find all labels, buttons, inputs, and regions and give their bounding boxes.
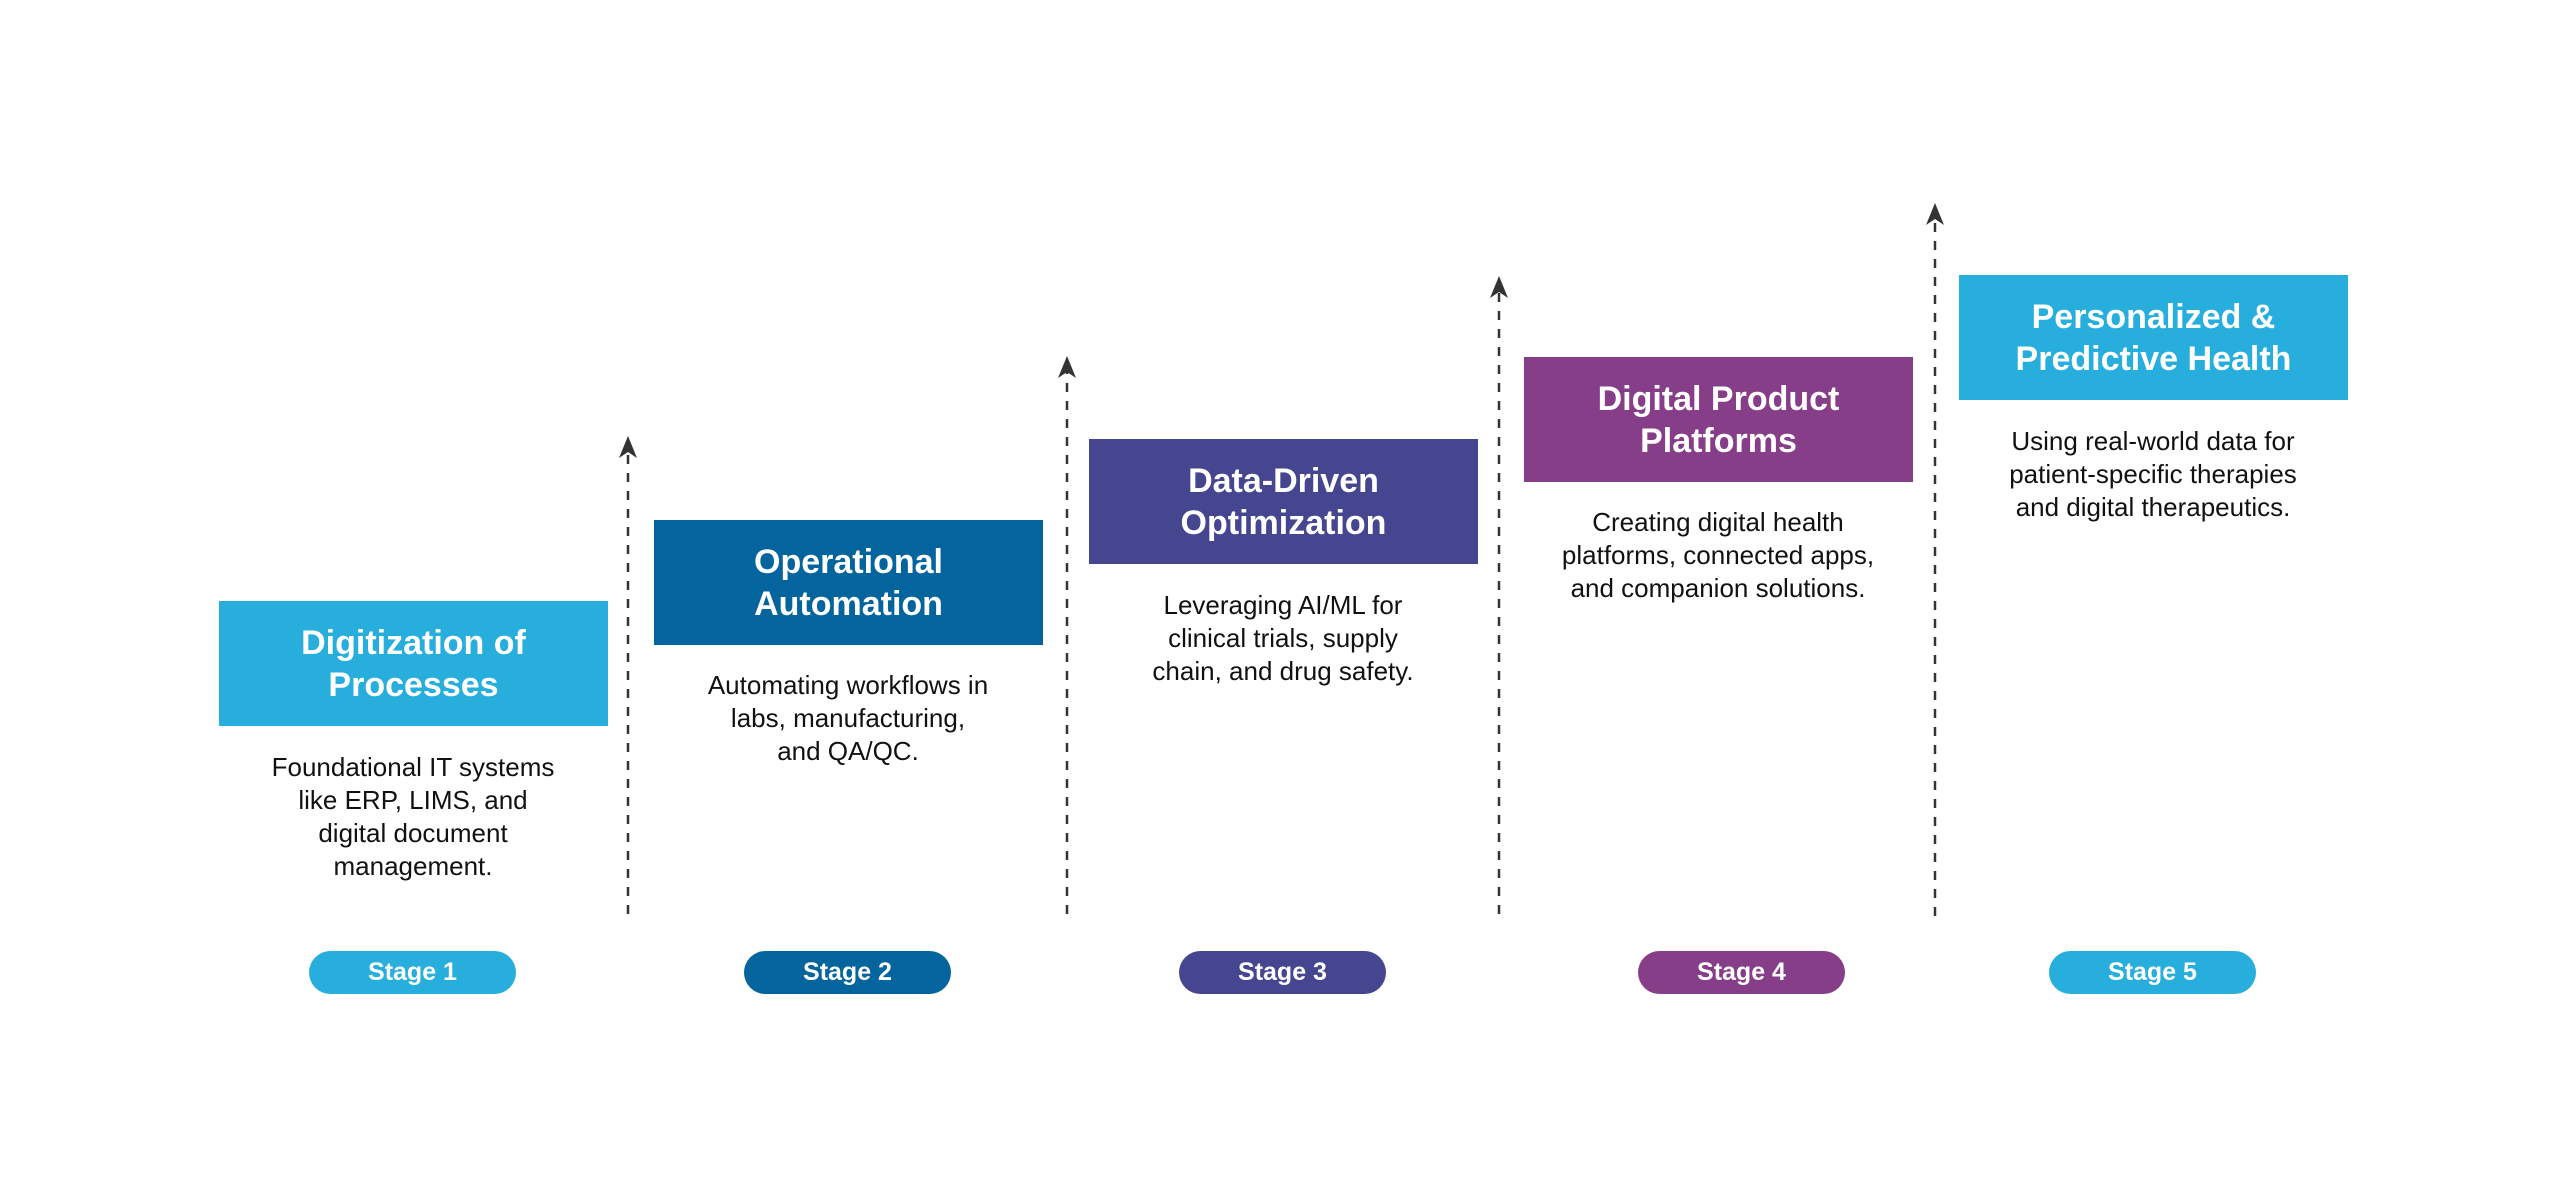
stage-1-title: Digitization of Processes (301, 623, 526, 704)
stage-3-badge: Stage 3 (1179, 951, 1386, 994)
stage-2-badge: Stage 2 (744, 951, 951, 994)
stage-4-box: Digital Product Platforms (1524, 357, 1913, 482)
step-up-arrow-2 (1057, 356, 1077, 916)
stage-4-description: Creating digital health platforms, conne… (1561, 507, 1875, 603)
stage-5-box: Personalized & Predictive Health (1959, 275, 2348, 400)
step-up-arrow-4 (1925, 203, 1945, 918)
stage-2-description: Automating workflows in labs, manufactur… (707, 670, 989, 766)
stage-3-box: Data-Driven Optimization (1089, 439, 1478, 564)
stage-3-description: Leveraging AI/ML for clinical trials, su… (1152, 590, 1414, 686)
stage-1-description: Foundational IT systems like ERP, LIMS, … (271, 752, 555, 881)
stage-1-box: Digitization of Processes (219, 601, 608, 726)
stage-2-box: Operational Automation (654, 520, 1043, 645)
step-up-arrow-3 (1489, 276, 1509, 916)
stage-5-description: Using real-world data for patient-specif… (2009, 426, 2297, 522)
stage-4-title: Digital Product Platforms (1597, 379, 1840, 460)
stage-4-badge: Stage 4 (1638, 951, 1845, 994)
stage-2-title: Operational Automation (754, 542, 943, 623)
step-up-arrow-1 (618, 436, 638, 916)
stage-1-badge: Stage 1 (309, 951, 516, 994)
stage-3-title: Data-Driven Optimization (1180, 461, 1387, 542)
stage-5-title: Personalized & Predictive Health (2015, 297, 2292, 378)
stage-5-badge: Stage 5 (2049, 951, 2256, 994)
